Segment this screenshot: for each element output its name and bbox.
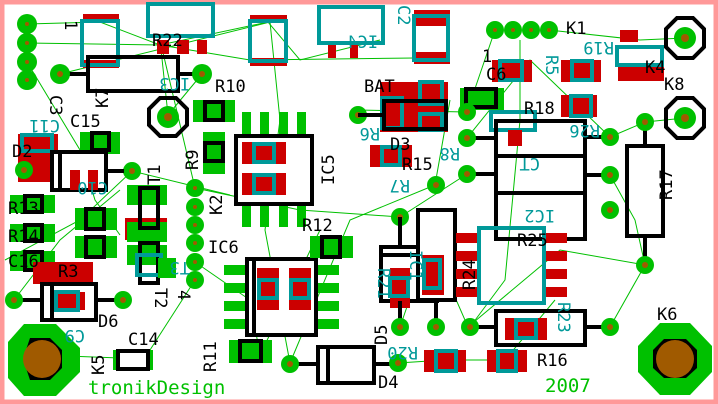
label-ic3: IC3 [159, 73, 190, 93]
label-ic2: IC2 [524, 205, 555, 225]
label-r16: R16 [537, 351, 568, 371]
label-k4: K4 [645, 58, 665, 78]
bottom-silkscreen-labels: IC3 IC4 C2 C11 R19 R5 R26 R6 R7 R8 CT IC… [29, 5, 614, 362]
label-r13: R13 [8, 199, 39, 219]
label-r22: R22 [152, 31, 183, 51]
label-r21: R21 [373, 268, 393, 299]
resistor-r16 [461, 309, 619, 347]
label-d3: D3 [390, 135, 410, 155]
connector-k6 [638, 323, 712, 395]
resistor-r18 [489, 94, 597, 146]
resistor-r10-pads [193, 100, 235, 174]
label-r8: R8 [440, 143, 460, 163]
label-ct: CT [520, 153, 540, 173]
label-t1: T1 [145, 165, 165, 185]
resistor-r7 [370, 145, 412, 167]
label-r12: R12 [302, 216, 333, 236]
ic4-outline [317, 5, 385, 58]
label-r19: R19 [583, 37, 614, 57]
label-c6: C6 [486, 65, 506, 85]
label-c3: C3 [45, 95, 65, 115]
resistor-r17 [625, 113, 665, 274]
capacitor-top-left [80, 14, 120, 68]
ic-r25 [456, 226, 567, 305]
capacitor-c6 [492, 59, 532, 82]
label-k6: K6 [657, 305, 677, 325]
resistor-r19 [561, 30, 664, 82]
transistor-t3 [379, 208, 457, 372]
label-c9: C9 [65, 325, 85, 345]
ic6 [224, 257, 339, 337]
label-r7: R7 [390, 175, 410, 195]
label-c16: C16 [8, 252, 39, 272]
label-c2: C2 [393, 5, 413, 25]
resistor-k7 [50, 55, 212, 93]
resistor-r20 [424, 349, 527, 373]
label-k8: K8 [664, 75, 684, 95]
label-ic6: IC6 [208, 238, 239, 258]
label-c11: C11 [29, 115, 60, 135]
label-k7: K7 [93, 88, 113, 108]
diode-d4 [281, 345, 398, 385]
label-c15: C15 [70, 112, 101, 132]
resistor-r11 [229, 339, 272, 363]
year-text: 2007 [545, 375, 591, 397]
capacitor-c14 [113, 349, 153, 371]
ic5 [234, 112, 314, 227]
label-k2: K2 [207, 195, 227, 215]
transistor-t1-left [50, 131, 141, 192]
crystal-ct [391, 103, 619, 241]
diode-d6 [5, 282, 132, 322]
header-ic6 [186, 179, 204, 289]
connector-k2 [147, 96, 189, 138]
label-r18: R18 [524, 99, 555, 119]
label-r25: R25 [517, 231, 548, 251]
label-r24: R24 [460, 259, 480, 290]
label-r14: R14 [8, 227, 39, 247]
label-r9: R9 [183, 150, 203, 170]
label-r23: R23 [553, 302, 573, 333]
label-r11: R11 [201, 341, 221, 372]
label-r3: R3 [58, 262, 78, 282]
label-1b: 1 [482, 47, 492, 67]
label-r17: R17 [657, 169, 677, 200]
label-r15: R15 [402, 155, 433, 175]
label-ic5: IC5 [319, 154, 339, 185]
label-bat: BAT [364, 77, 395, 97]
transistor-t1 [125, 185, 176, 285]
label-r20: R20 [387, 342, 418, 362]
resistor-array-left [10, 194, 117, 284]
capacitor-c2 [412, 10, 450, 64]
label-t2: T2 [150, 288, 170, 308]
diode-d3 [349, 80, 448, 132]
label-4: 4 [173, 290, 193, 300]
label-d2: D2 [12, 142, 32, 162]
label-d4: D4 [378, 373, 398, 393]
header-k3 [17, 14, 37, 90]
label-ic1: IC1 [405, 250, 425, 281]
brand-text: tronikDesign [88, 377, 225, 399]
label-c14: C14 [128, 330, 159, 350]
label-d6: D6 [98, 312, 118, 332]
connector-k8 [664, 96, 706, 140]
label-k1: K1 [566, 19, 586, 39]
label-d5: D5 [372, 325, 392, 345]
label-t3: T3 [170, 257, 190, 277]
label-r26: R26 [569, 120, 600, 140]
label-1a: 1 [60, 20, 80, 30]
label-k5: K5 [89, 355, 109, 375]
label-c10: C10 [77, 177, 108, 197]
top-silkscreen-labels: 1 R22 K7 R10 C15 IC5 R9 K2 T1 D2 C3 R13 … [8, 19, 684, 393]
ic3-outline [146, 2, 215, 54]
resistor-r12 [310, 235, 353, 259]
header-k1 [486, 21, 558, 39]
label-ic4: IC4 [347, 33, 378, 53]
label-r10: R10 [215, 77, 246, 97]
label-r6: R6 [360, 123, 380, 143]
connector-k5 [8, 324, 80, 396]
label-r5: R5 [541, 55, 561, 75]
connector-k1 [664, 16, 706, 60]
capacitor-top-mid [248, 15, 288, 66]
